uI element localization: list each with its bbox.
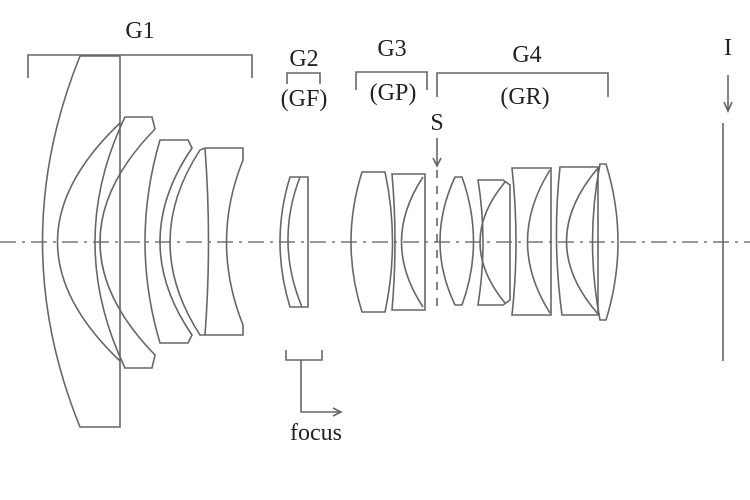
lens-g1-1-inner-surface	[56, 122, 121, 362]
focus-arrow-icon	[300, 360, 343, 417]
g2-label: G2	[289, 46, 318, 72]
stop-label: S	[430, 110, 443, 136]
g2-bracket	[286, 72, 321, 84]
lens-g4-3-cement	[526, 169, 551, 314]
lens-g4-4-cement	[565, 167, 599, 315]
g1-label: G1	[125, 18, 154, 44]
g3-sub-label: (GP)	[370, 80, 417, 106]
g3-label: G3	[377, 36, 406, 62]
lens-g4-2-cement	[479, 181, 506, 304]
lens-g1-4-doublet	[169, 147, 244, 336]
focus-label: focus	[290, 420, 342, 446]
lens-g2	[279, 176, 309, 308]
lens-g1-3	[144, 139, 193, 344]
lens-g4-5	[591, 163, 619, 321]
lens-g4-1	[439, 176, 475, 306]
lens-g4-2-doublet	[477, 179, 511, 306]
lens-g1-4-cement	[204, 147, 210, 336]
lens-g3-1	[350, 171, 394, 313]
g2-sub-label: (GF)	[281, 86, 328, 112]
lens-g3-2-doublet	[391, 173, 426, 311]
stop-arrow-icon	[432, 138, 442, 168]
g4-sub-label: (GR)	[500, 84, 549, 110]
g1-bracket	[27, 54, 253, 78]
g1-lenses	[41, 55, 244, 428]
lens-g4-4-doublet	[555, 166, 599, 316]
lens-g3-2-cement	[400, 176, 424, 308]
g4-bracket	[436, 72, 609, 97]
focus-bracket	[285, 350, 323, 361]
g3-bracket	[355, 71, 428, 90]
g4-label: G4	[512, 42, 541, 68]
image-plane-arrow-icon	[723, 75, 733, 113]
lens-g4-3-doublet	[511, 167, 552, 316]
lens-g2-cement	[287, 176, 303, 308]
lens-g1-1	[41, 55, 121, 428]
image-plane-label: I	[724, 35, 732, 61]
lens-g1-2	[94, 116, 156, 369]
